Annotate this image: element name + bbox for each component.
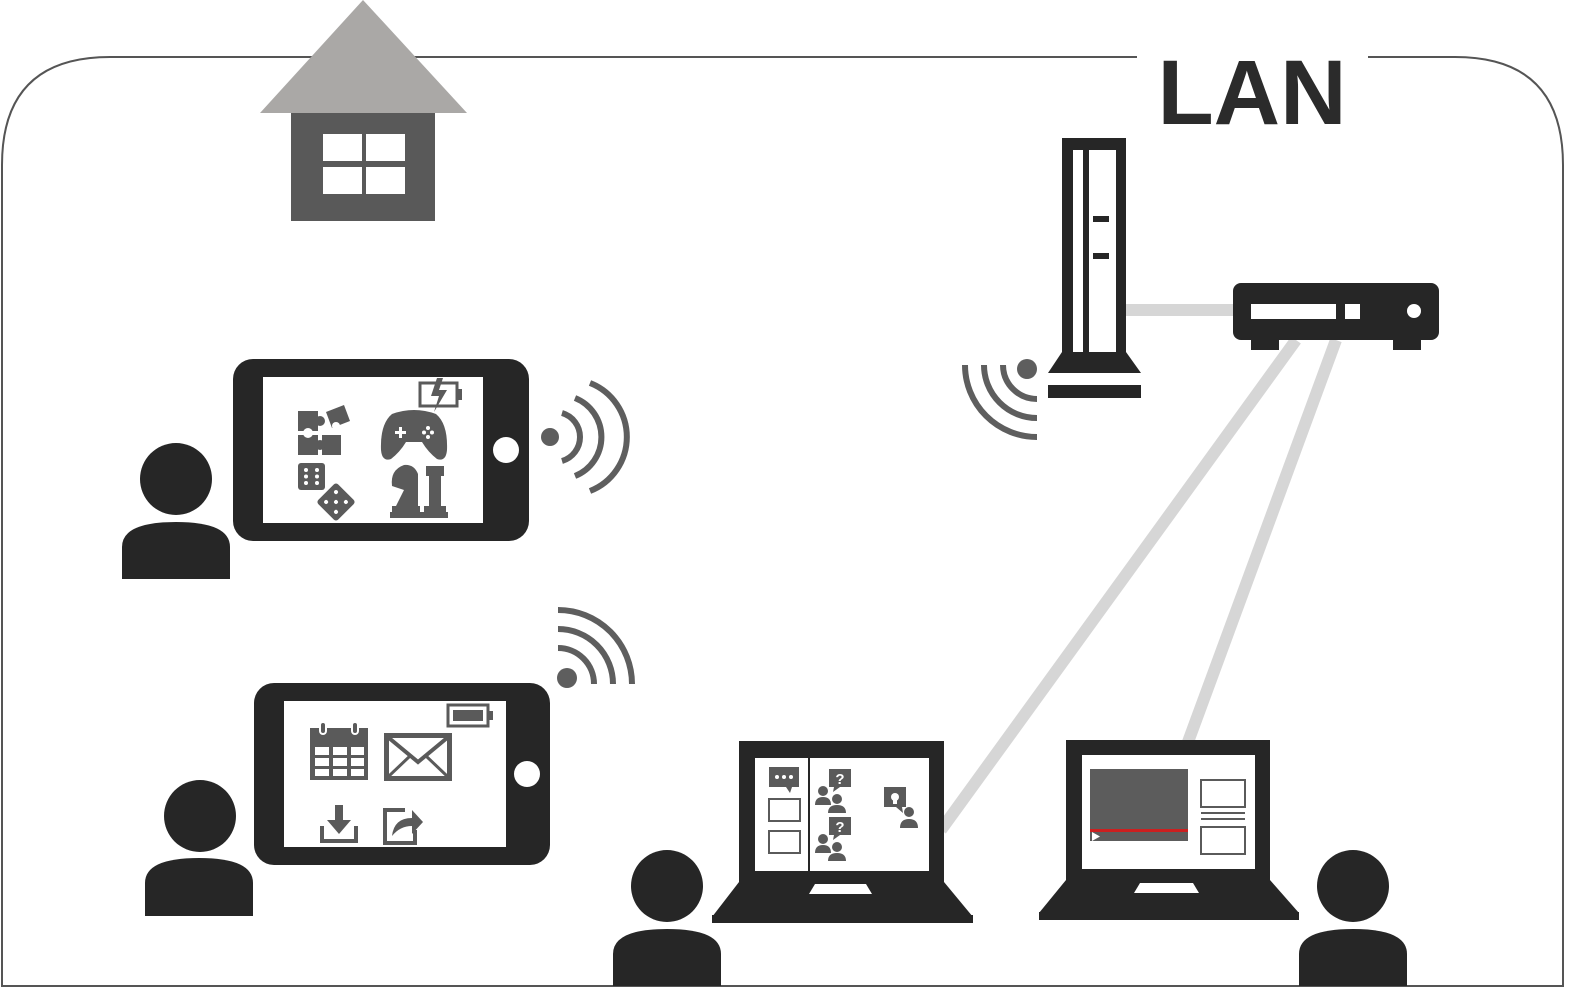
person-icon <box>1299 850 1407 986</box>
text-line <box>1201 812 1245 814</box>
video-player <box>1090 769 1188 841</box>
list-item <box>1200 779 1246 808</box>
download-icon <box>320 805 358 843</box>
share-icon <box>383 808 423 845</box>
wifi-signal-icon <box>541 380 630 494</box>
smartphone-tools <box>254 683 550 865</box>
wifi-signal-icon <box>962 359 1038 440</box>
idea-person-icon <box>884 787 918 828</box>
house-icon <box>260 0 467 221</box>
svg-text:?: ? <box>835 819 844 836</box>
play-icon <box>1092 832 1100 841</box>
cable-router-laptop-chat <box>936 336 1301 834</box>
question-people-icon: ? <box>815 769 851 813</box>
chat-bubble-icon <box>769 767 799 793</box>
dice-icon <box>298 463 355 521</box>
laptop-chat: ? ? <box>712 741 973 923</box>
list-item <box>1200 826 1246 855</box>
person-icon <box>122 443 230 579</box>
chess-icon <box>390 464 448 518</box>
lan-label: LAN <box>1157 42 1346 144</box>
lan-boundary <box>1 56 1564 987</box>
list-item <box>768 830 801 854</box>
cable-lines <box>936 304 1342 834</box>
person-icon <box>145 780 253 916</box>
mail-icon <box>384 733 452 781</box>
battery-icon <box>446 703 493 728</box>
puzzle-icon <box>298 405 350 455</box>
question-people-icon: ? <box>815 817 851 861</box>
calendar-icon <box>310 721 368 780</box>
gamepad-icon <box>380 410 448 460</box>
laptop-video <box>1039 740 1299 920</box>
battery-charging-icon <box>418 378 462 412</box>
person-icon <box>613 850 721 986</box>
svg-text:?: ? <box>835 771 844 788</box>
cable-router-laptop-video <box>1182 337 1342 745</box>
smartphone-games <box>233 359 529 541</box>
list-item <box>768 798 801 822</box>
text-line <box>1201 818 1245 820</box>
server-tower-icon <box>1048 138 1141 398</box>
router-icon <box>1233 283 1439 350</box>
wifi-signal-icon <box>557 607 635 688</box>
